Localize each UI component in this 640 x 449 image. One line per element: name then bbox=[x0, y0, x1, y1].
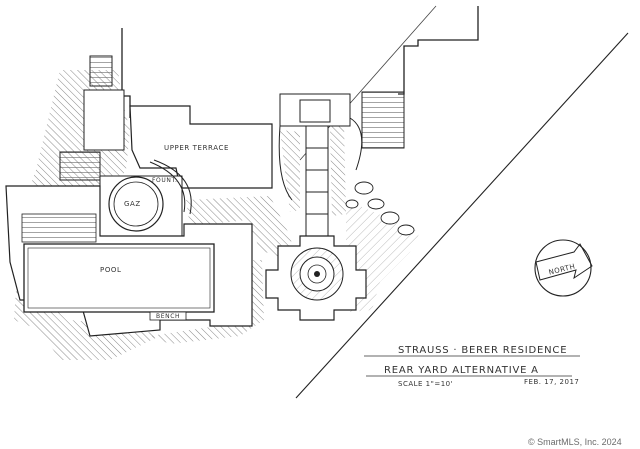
gazebo bbox=[99, 159, 192, 237]
drawing-title: REAR YARD ALTERNATIVE A bbox=[384, 365, 539, 376]
label-upper-terrace: UPPER TERRACE bbox=[164, 144, 229, 152]
right-boulders bbox=[345, 181, 415, 236]
north-arrow: NORTH bbox=[534, 239, 593, 297]
fountain-plaza bbox=[265, 235, 367, 321]
title-block: STRAUSS · BERER RESIDENCE REAR YARD ALTE… bbox=[364, 345, 580, 388]
pool-basin bbox=[23, 243, 215, 313]
property-line bbox=[295, 32, 629, 399]
label-gazebo: GAZ bbox=[124, 200, 141, 208]
left-steps bbox=[59, 55, 125, 181]
pool-area bbox=[5, 185, 253, 337]
scale-label: SCALE 1"=10' bbox=[398, 380, 453, 388]
upper-terrace bbox=[129, 105, 273, 189]
plan-labels: UPPER TERRACE FOUNT. GAZ POOL BENCH bbox=[100, 144, 229, 320]
date-label: FEB. 17, 2017 bbox=[524, 378, 579, 386]
label-fountain-small: FOUNT. bbox=[152, 177, 178, 184]
label-pool: POOL bbox=[100, 266, 122, 274]
bench bbox=[149, 311, 187, 321]
central-walk bbox=[278, 91, 405, 237]
label-bench: BENCH bbox=[156, 313, 180, 320]
project-title: STRAUSS · BERER RESIDENCE bbox=[398, 345, 567, 356]
watermark-text: © SmartMLS, Inc. 2024 bbox=[528, 437, 622, 447]
